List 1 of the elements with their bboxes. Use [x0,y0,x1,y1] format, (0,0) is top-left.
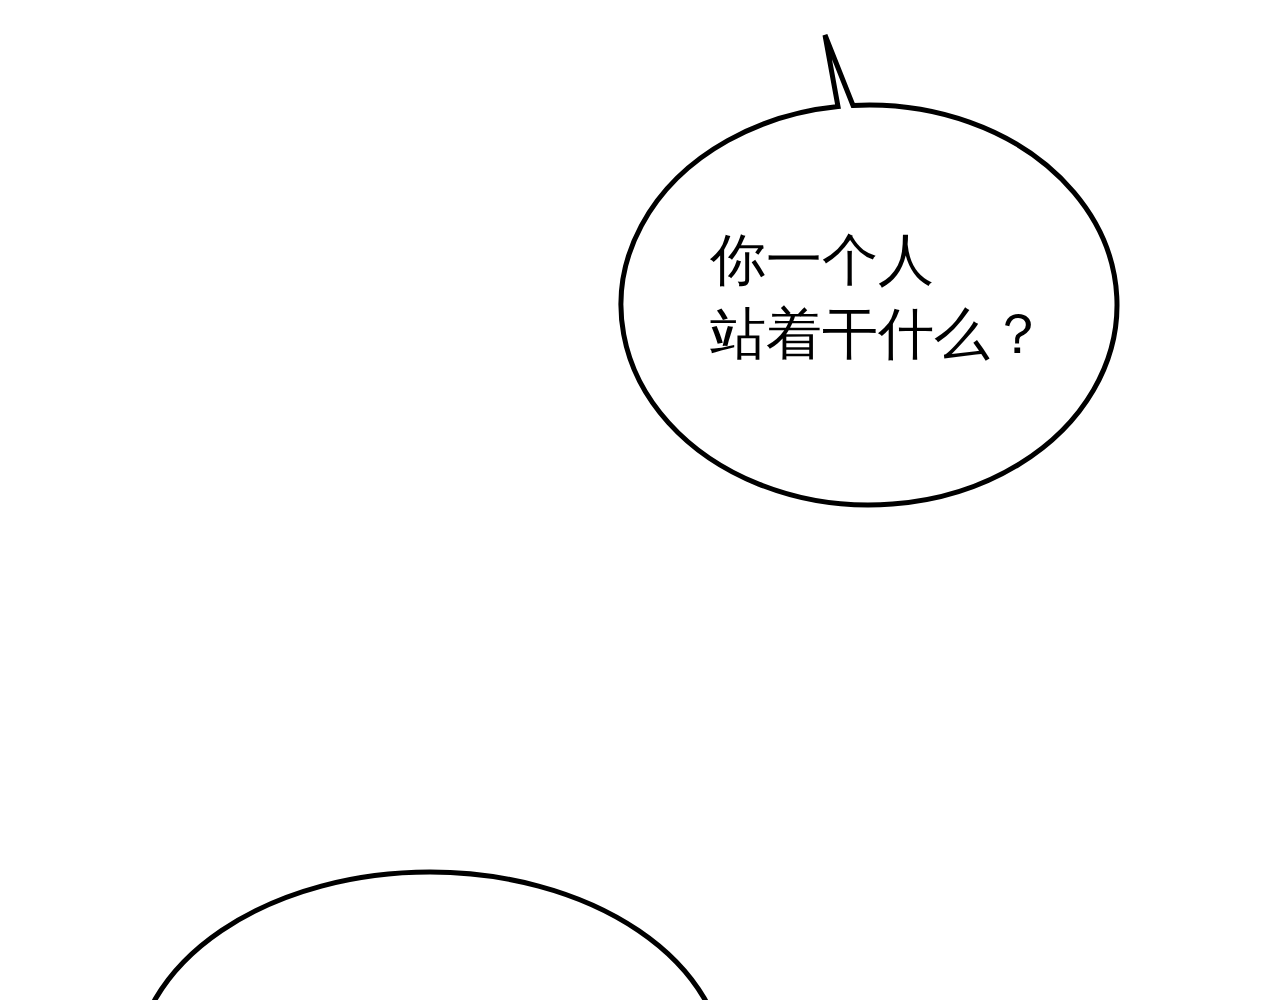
speech-text: 你一个人站着干什么？ [710,226,1046,368]
